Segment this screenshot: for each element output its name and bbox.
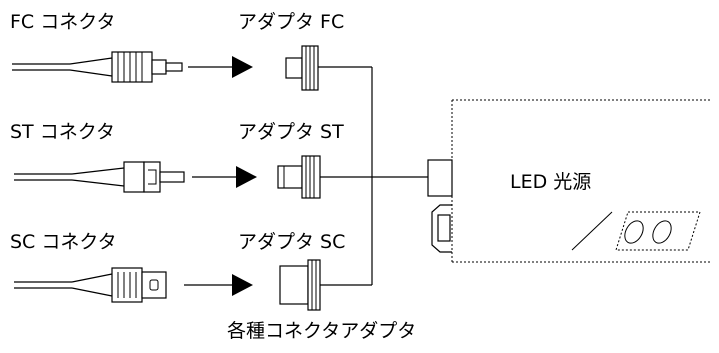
indicator-led-1: [624, 220, 644, 244]
led-source-label: LED 光源: [510, 171, 591, 193]
sc-arrow: [184, 274, 253, 296]
sc-connector: [14, 267, 167, 303]
fc-arrow: [188, 56, 253, 78]
st-connector: [14, 161, 185, 193]
led-source-box: [427, 99, 710, 263]
sc-connector-label: SC コネクタ: [10, 231, 117, 253]
indicator-led-2: [652, 220, 672, 244]
sc-adapter-label: アダプタ SC: [238, 231, 345, 253]
fc-connector: [12, 51, 183, 83]
connection-bus: [371, 67, 428, 285]
fc-adapter: [285, 45, 372, 91]
st-adapter: [277, 155, 372, 199]
fc-connector-label: FC コネクタ: [10, 11, 115, 33]
sc-adapter: [279, 259, 372, 311]
st-adapter-label: アダプタ ST: [238, 121, 344, 143]
diagram-caption: 各種コネクタアダプタ: [227, 320, 416, 342]
st-connector-label: ST コネクタ: [10, 121, 115, 143]
fc-adapter-label: アダプタ FC: [238, 11, 344, 33]
st-arrow: [192, 166, 257, 188]
